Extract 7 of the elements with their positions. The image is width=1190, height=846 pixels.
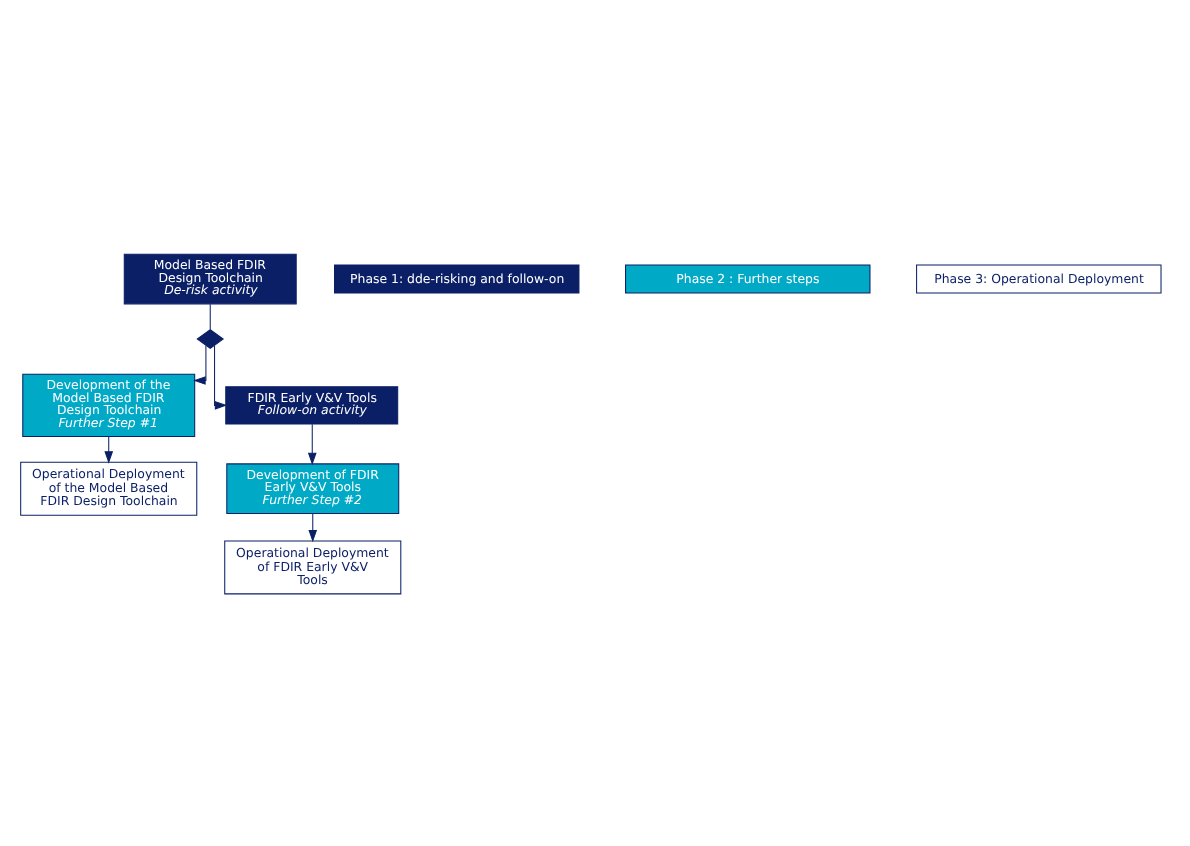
arrow — [308, 512, 318, 542]
node-diamond — [196, 328, 225, 349]
connector — [209, 302, 211, 330]
arrow — [193, 344, 207, 384]
arrow — [307, 422, 317, 465]
arrow — [214, 344, 228, 409]
arrow — [104, 435, 114, 463]
